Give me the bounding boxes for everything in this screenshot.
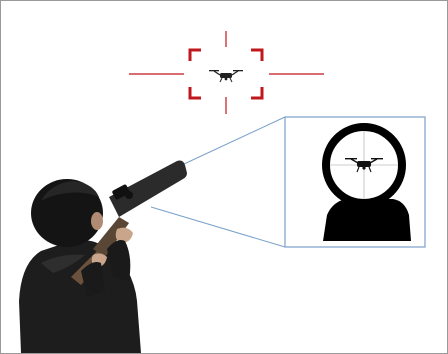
scope-inset [285,117,425,247]
bracket-top-left [190,50,201,61]
bracket-top-right [251,50,262,61]
targeting-reticle [129,31,324,114]
person-with-gun [19,161,187,354]
drone-icon [209,70,243,82]
bracket-bottom-right [251,87,262,98]
bracket-bottom-left [190,87,201,98]
